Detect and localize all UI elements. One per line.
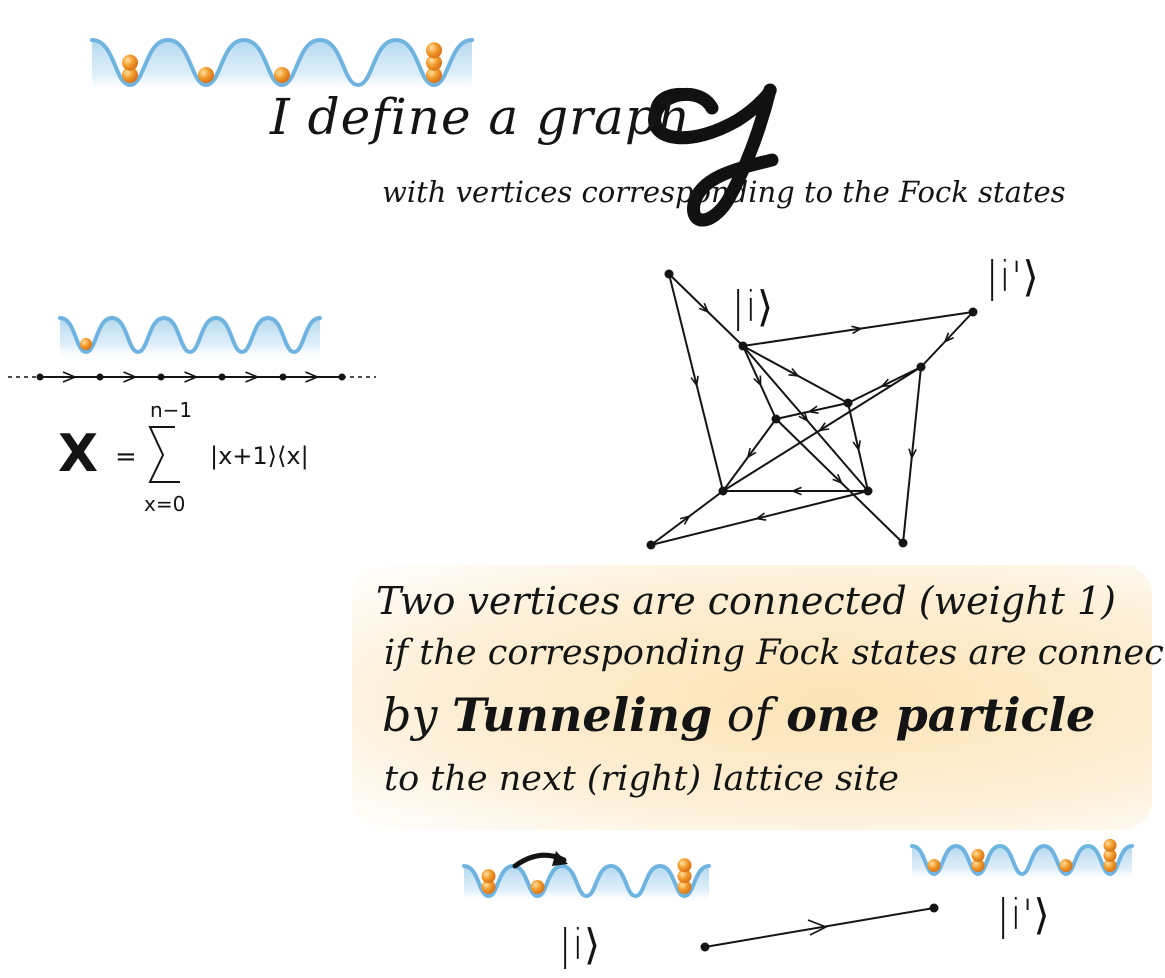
graph-vertex [719,487,728,496]
lattice-wells-example-i-prime [912,839,1132,878]
rule-line-3-mid: of [727,688,772,742]
chain-vertex [158,374,165,381]
particle [972,849,985,862]
particle [80,338,92,350]
graph-edge [743,312,973,346]
graph-edge [723,419,776,491]
particle [928,859,941,872]
chain-line [8,372,376,382]
rule-line-1: Two vertices are connected (weight 1) [376,582,1116,620]
chain-vertex [280,374,287,381]
example-edge [705,908,934,947]
lattice-wells-top [92,40,472,89]
example-vertex-i-prime [930,904,939,913]
graph-vertex [917,363,926,372]
rule-line-3-prefix: by [382,688,437,742]
rule-one-particle: one particle [786,688,1095,742]
graph-edge [743,346,868,491]
particle [531,880,545,894]
particle [274,67,290,83]
graph-vertex [864,487,873,496]
chain-vertex [219,374,226,381]
rule-line-2: if the corresponding Fock states are con… [384,636,1165,671]
operator-symbol: X [58,428,98,480]
graph-label-i-prime: |i'⟩ [985,256,1039,298]
fock-state-graph [647,270,978,550]
lattice-wells-chain [60,318,320,356]
graph-vertex [844,399,853,408]
rule-line-4: to the next (right) lattice site [384,762,899,797]
graph-edge [669,274,723,491]
graph-edge [848,367,921,403]
particle [122,55,138,71]
particle [1060,859,1073,872]
graph-edge [776,419,903,543]
lattice-wells-example-i [464,858,709,900]
graph-edge [743,346,776,419]
graph-vertex [665,270,674,279]
particle [198,67,214,83]
graph-label-i: |i⟩ [731,286,773,328]
graph-vertex [899,539,908,548]
rule-tunneling: Tunneling [452,688,712,742]
sum-symbol [150,427,180,482]
graph-edge [921,312,973,367]
graph-vertex [739,342,748,351]
graph-vertex [772,415,781,424]
particle [482,869,496,883]
chain-vertex [97,374,104,381]
chain-vertex [37,374,44,381]
sum-upper-limit: n−1 [150,400,192,420]
graph-edge [743,346,848,403]
title-subtitle: with vertices corresponding to the Fock … [382,178,1066,207]
graph-edge [903,367,921,543]
example-label-i: |i⟩ [558,924,600,966]
example-vertex-i [701,943,710,952]
rule-line-3: by Tunneling of one particle [382,692,1095,738]
title-prefix: I define a graph [270,92,691,142]
graph-vertex [647,541,656,550]
sum-lower-limit: x=0 [144,494,185,514]
particle [678,858,692,872]
graph-vertex [969,308,978,317]
graph-edge [776,403,848,419]
chain-vertex [339,374,346,381]
particle [1104,839,1117,852]
graph-edge [848,403,868,491]
example-label-i-prime: |i'⟩ [996,894,1050,936]
sum-summand: |x+1⟩⟨x| [210,444,309,468]
particle [426,42,442,58]
operator-equals: = [115,444,137,470]
